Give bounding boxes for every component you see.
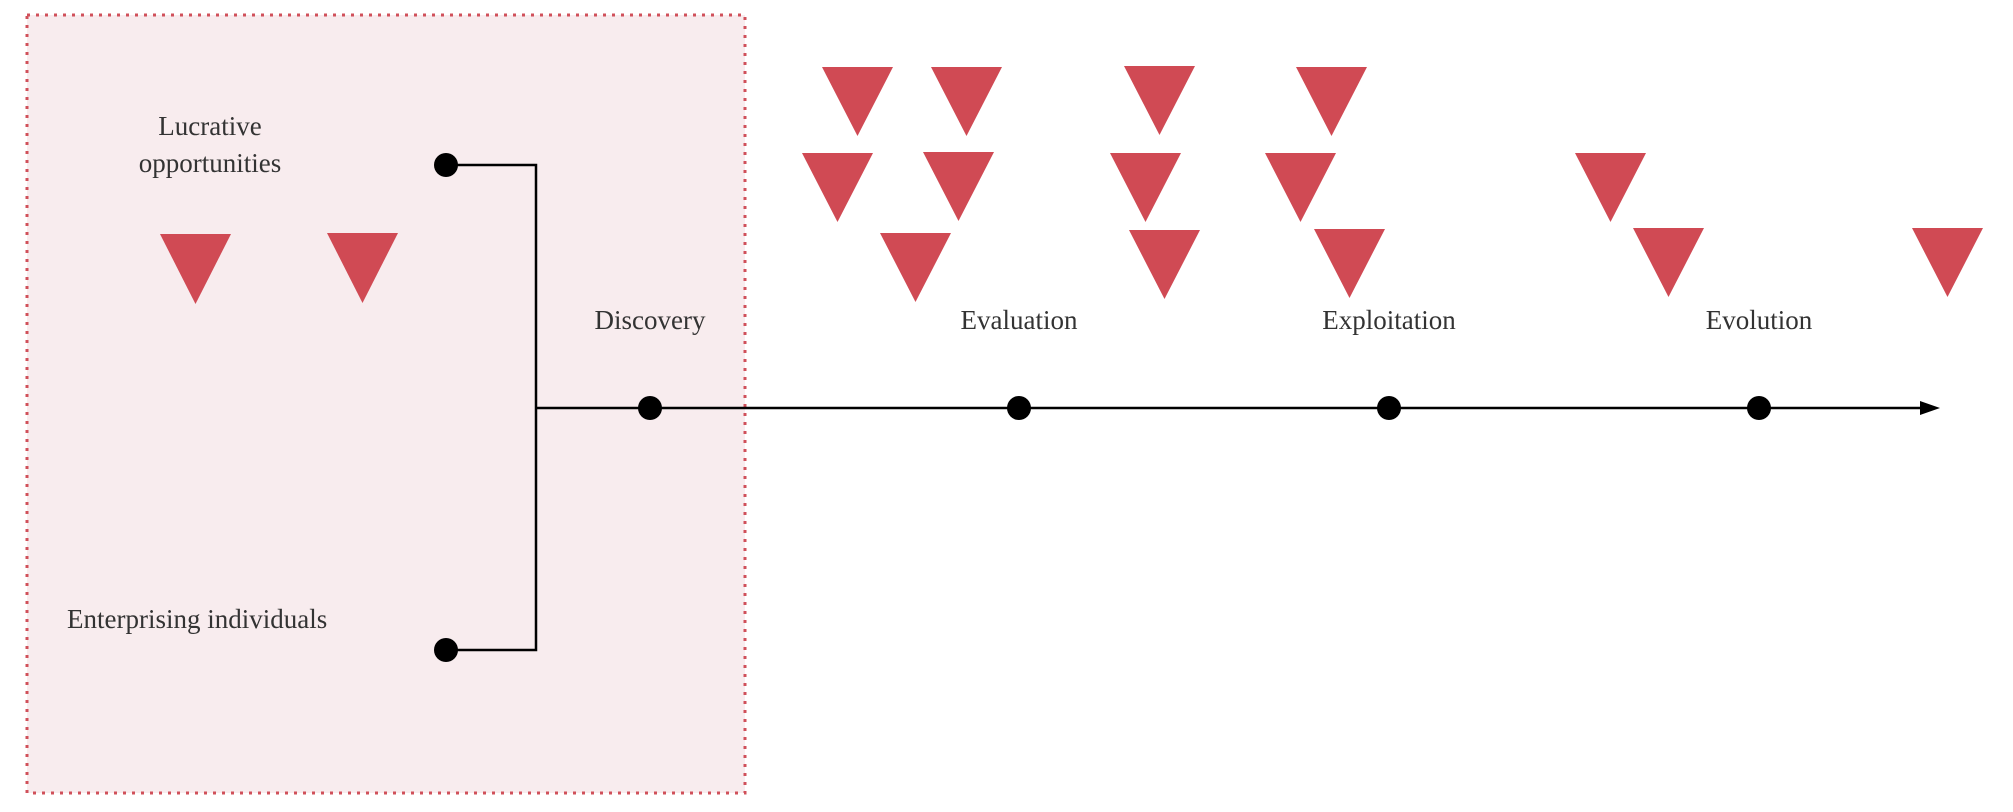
triangle-marker xyxy=(822,67,893,136)
triangle-marker xyxy=(1129,230,1200,299)
triangle-marker xyxy=(931,67,1002,136)
triangle-marker xyxy=(880,233,951,302)
markers-group xyxy=(160,66,1983,304)
triangle-marker xyxy=(1265,153,1336,222)
triangle-marker xyxy=(1575,153,1646,222)
opportunities-label-line1: Lucrative xyxy=(158,111,262,141)
individuals-dot xyxy=(434,638,458,662)
timeline-arrowhead xyxy=(1920,401,1940,415)
individuals-label: Enterprising individuals xyxy=(67,604,328,634)
triangle-marker xyxy=(327,233,398,303)
triangle-marker xyxy=(1314,229,1385,298)
stage-label-evaluation: Evaluation xyxy=(960,305,1078,335)
triangle-marker xyxy=(1912,228,1983,297)
opportunities-label-line2: opportunities xyxy=(138,148,282,178)
triangle-marker xyxy=(1296,67,1367,136)
stage-dot-evaluation xyxy=(1007,396,1031,420)
stage-dot-discovery xyxy=(638,396,662,420)
triangle-marker xyxy=(1124,66,1195,135)
stage-dot-evolution xyxy=(1747,396,1771,420)
stage-label-exploitation: Exploitation xyxy=(1322,305,1456,335)
triangle-marker xyxy=(923,152,994,221)
stage-label-discovery: Discovery xyxy=(594,305,706,335)
triangle-marker xyxy=(1633,228,1704,297)
discovery-highlight-region xyxy=(25,13,747,795)
opportunities-label: Lucrative opportunities xyxy=(110,108,310,182)
opportunities-dot xyxy=(434,153,458,177)
triangle-marker xyxy=(802,153,873,222)
triangle-marker xyxy=(1110,153,1181,222)
triangle-marker xyxy=(160,234,231,304)
stage-label-evolution: Evolution xyxy=(1705,305,1813,335)
stage-dot-exploitation xyxy=(1377,396,1401,420)
